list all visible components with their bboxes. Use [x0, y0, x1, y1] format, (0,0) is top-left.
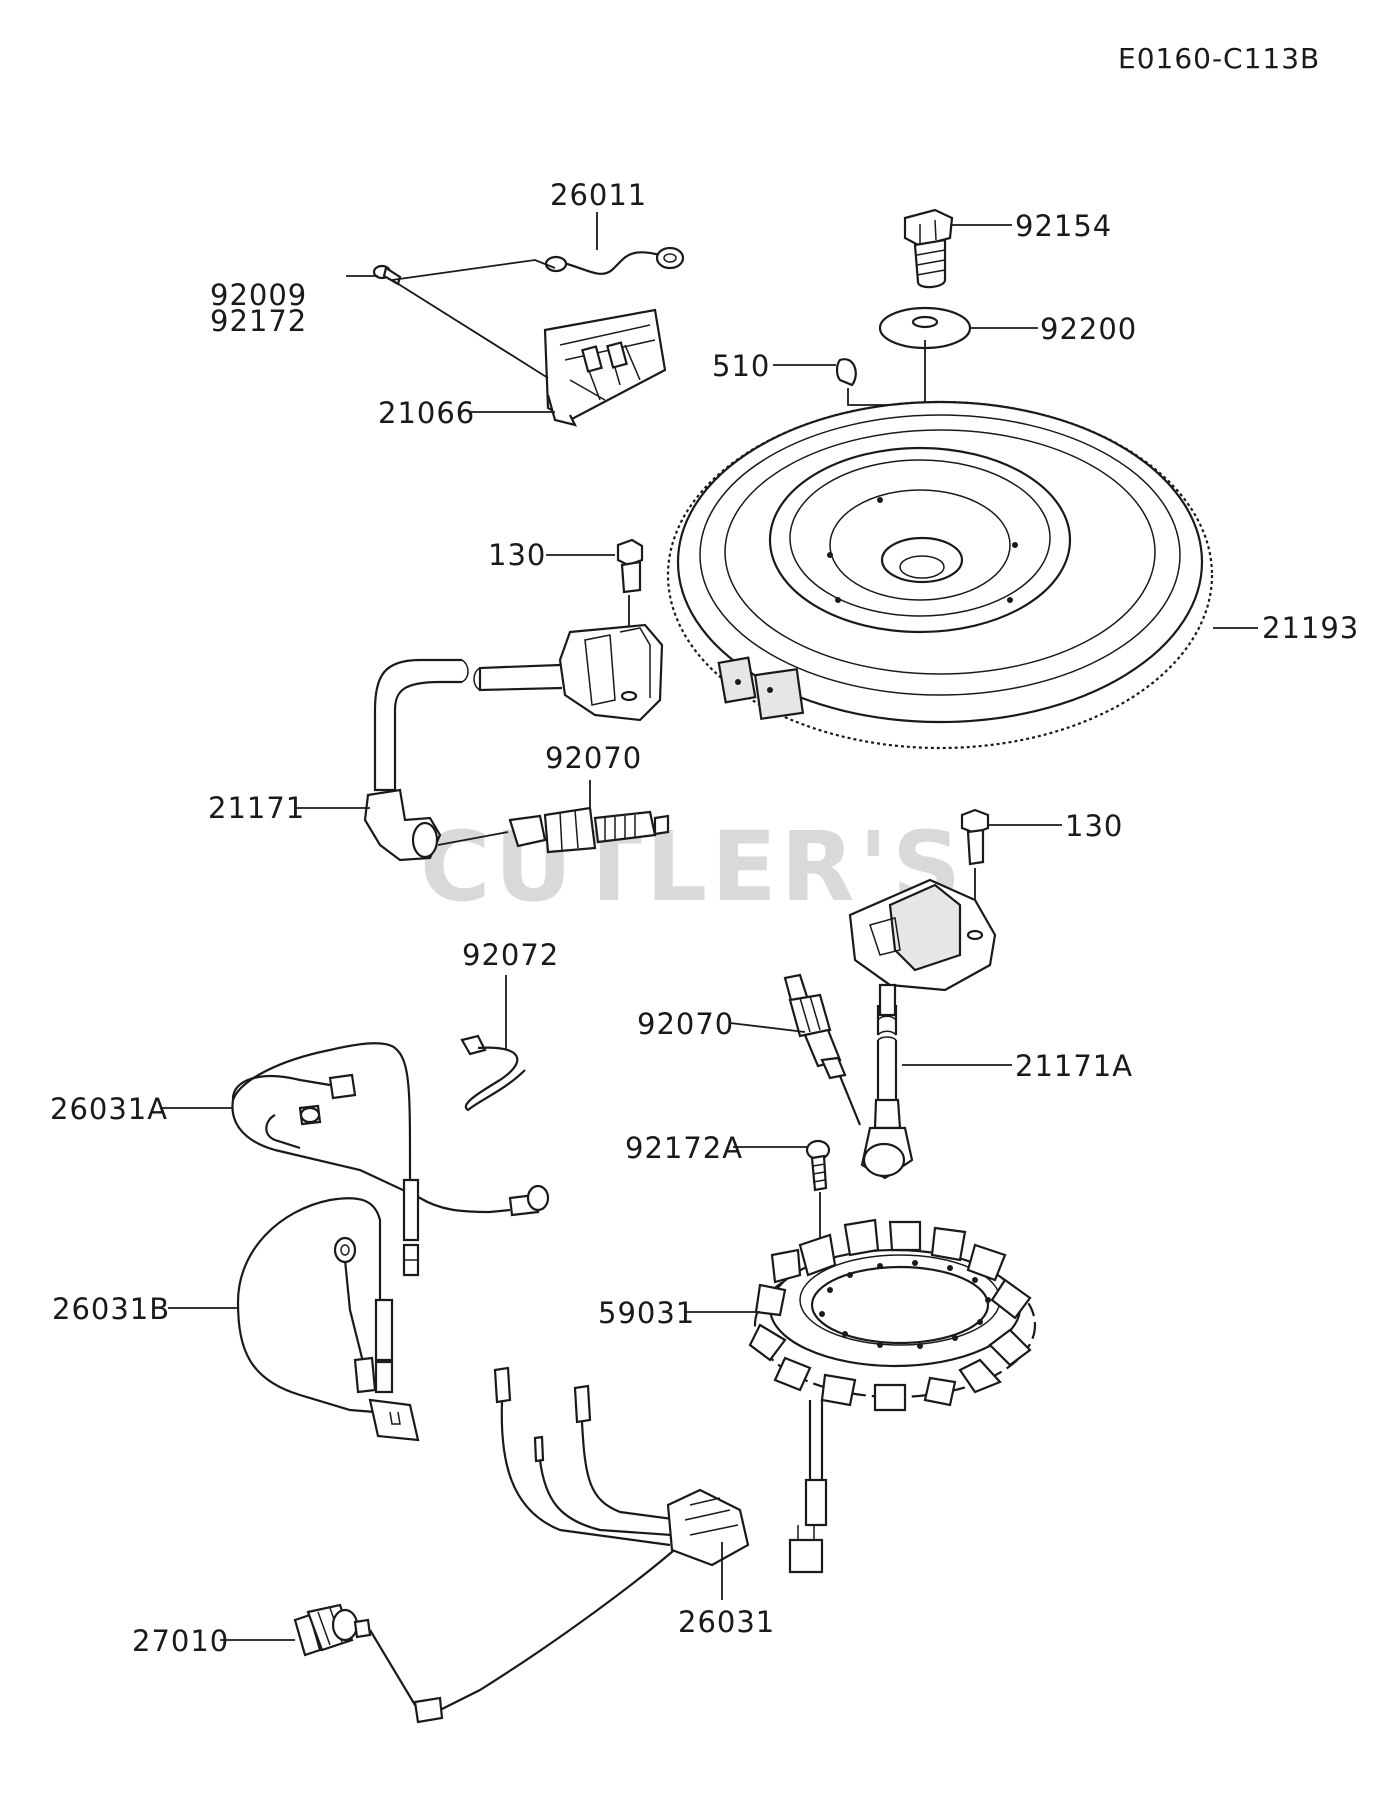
- bolt-130-upper[interactable]: [616, 538, 644, 594]
- label-59031: 59031: [598, 1296, 695, 1330]
- label-26031A: 26031A: [50, 1092, 168, 1126]
- label-92070-upper: 92070: [545, 741, 642, 775]
- regulator-assembly[interactable]: [543, 246, 685, 427]
- label-21171A: 21171A: [1015, 1049, 1133, 1083]
- flywheel-21193[interactable]: [666, 400, 1214, 750]
- label-92070-lower: 92070: [637, 1007, 734, 1041]
- label-510: 510: [712, 349, 770, 383]
- oil-pressure-switch-27010[interactable]: [293, 1603, 416, 1706]
- spark-plug-92070-lower[interactable]: [783, 973, 862, 1126]
- watermark: CUTLER'S: [420, 811, 965, 923]
- harness-26031A[interactable]: [231, 1042, 550, 1277]
- label-26011: 26011: [550, 178, 647, 212]
- label-130-lower: 130: [1065, 809, 1123, 843]
- label-92200: 92200: [1040, 312, 1137, 346]
- key-510[interactable]: [835, 358, 857, 387]
- diagram-code: E0160-C113B: [1118, 42, 1320, 75]
- stator-59031[interactable]: [748, 1218, 1037, 1574]
- label-26031: 26031: [678, 1605, 775, 1639]
- bolt-130-lower[interactable]: [960, 808, 990, 866]
- label-92172: 92172: [210, 304, 307, 338]
- spark-plug-92070-upper[interactable]: [508, 806, 670, 854]
- label-92172A: 92172A: [625, 1131, 743, 1165]
- ignition-coil-21171[interactable]: [363, 623, 664, 862]
- ignition-coil-21171A[interactable]: [848, 878, 997, 1180]
- label-92154: 92154: [1015, 209, 1112, 243]
- label-26031B: 26031B: [52, 1292, 170, 1326]
- harness-26031B[interactable]: [236, 1197, 420, 1442]
- screw-92172A[interactable]: [805, 1139, 831, 1192]
- label-92072: 92072: [462, 938, 559, 972]
- harness-26031[interactable]: [413, 1366, 750, 1724]
- label-21171: 21171: [208, 791, 305, 825]
- label-21193: 21193: [1262, 611, 1359, 645]
- label-21066: 21066: [378, 396, 475, 430]
- label-27010: 27010: [132, 1624, 229, 1658]
- label-92009: 92009: [210, 278, 307, 312]
- bolt-92154[interactable]: [903, 208, 954, 289]
- label-130-upper: 130: [488, 538, 546, 572]
- clip-92072[interactable]: [460, 1034, 526, 1112]
- screw-92009[interactable]: [372, 264, 402, 286]
